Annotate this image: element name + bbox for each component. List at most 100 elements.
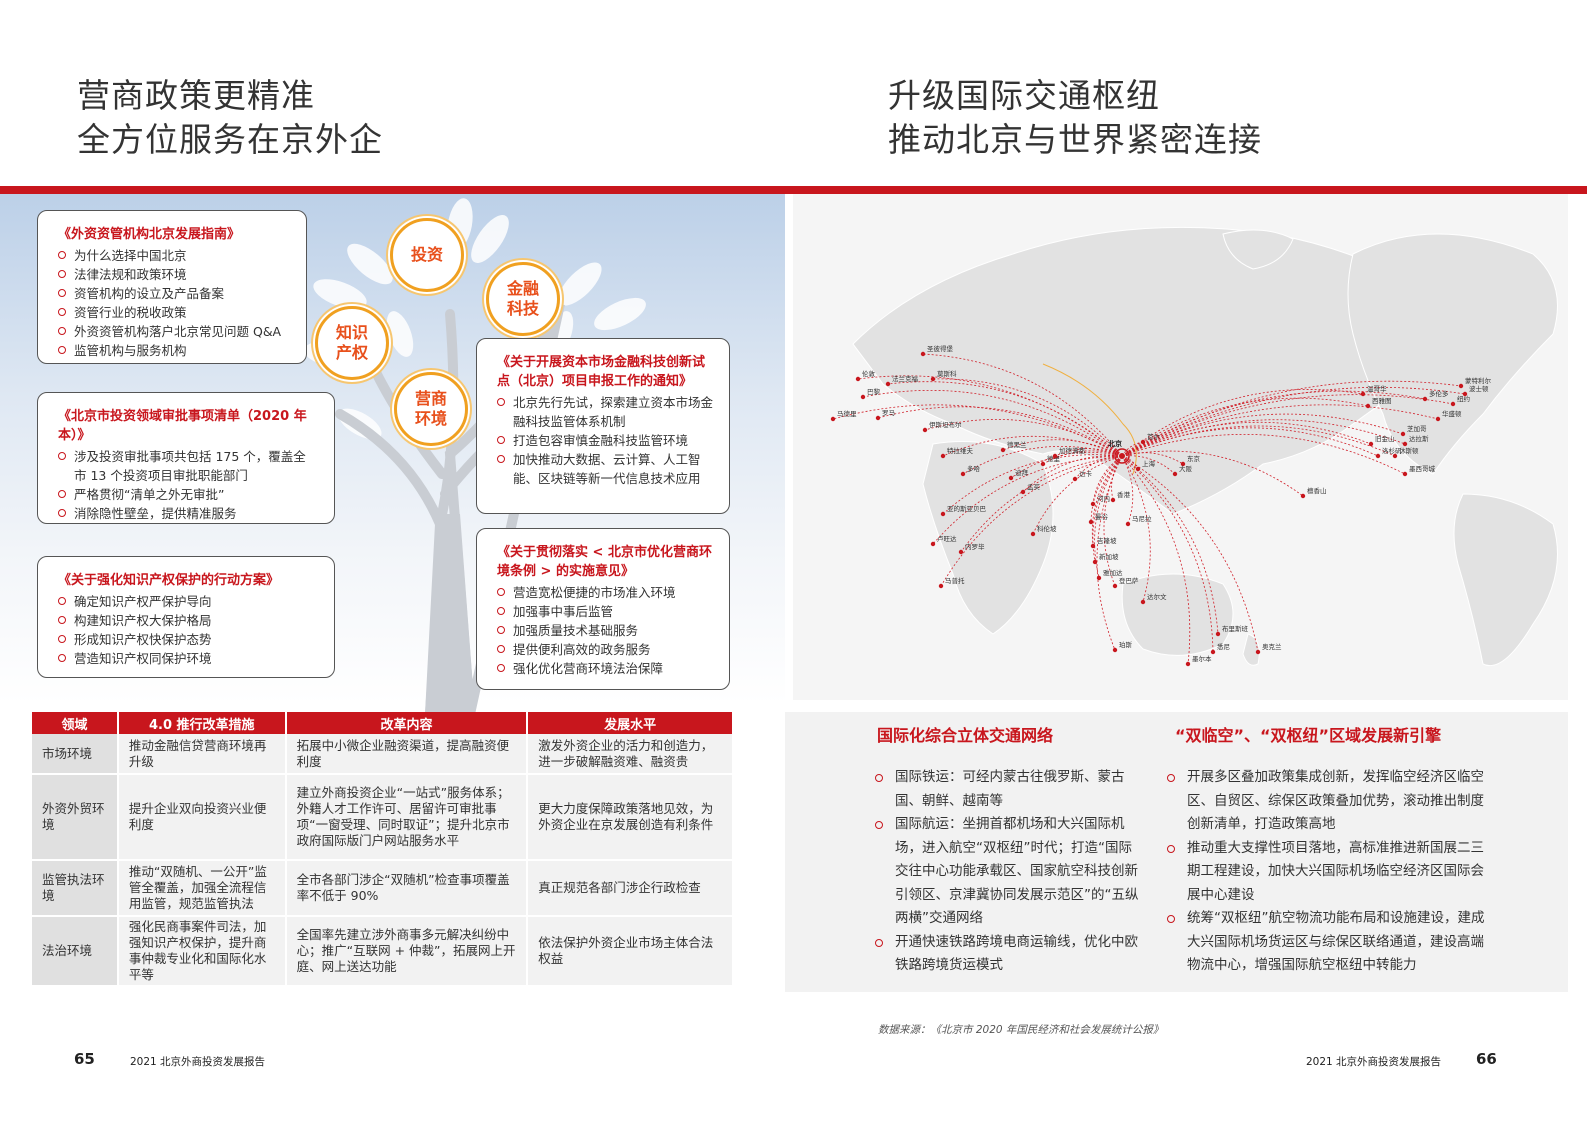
city-dot	[1090, 501, 1096, 507]
city-dot	[1008, 475, 1014, 481]
route-line	[1121, 390, 1426, 457]
city-label: 西雅图	[1372, 397, 1392, 405]
city-label: 东京	[1187, 454, 1201, 463]
city-label: 雅加达	[1103, 568, 1123, 577]
city-label: 德黑兰	[1007, 440, 1027, 449]
list-item: 严格贯彻“清单之外无审批”	[58, 485, 318, 504]
list-item: 提供便利高效的政务服务	[497, 640, 713, 659]
city-label: 温哥华	[1367, 384, 1387, 393]
city-dot	[1392, 453, 1398, 459]
table-row: 监管执法环境 推动“双随机、一公开”监管全覆盖，加强全流程信用监管，规范监管执法…	[32, 860, 734, 917]
table-cell: 推动“双随机、一公开”监管全覆盖，加强全流程信用监管，规范监管执法	[117, 860, 287, 917]
city-dot	[1422, 396, 1428, 402]
route-line	[1121, 452, 1184, 465]
city-dot	[1052, 453, 1058, 459]
landmass-new-zealand	[1242, 633, 1260, 666]
city-label: 伦敦	[862, 369, 876, 378]
list-item: 为什么选择中国北京	[58, 246, 290, 265]
table-cell: 更大力度保障政策落地见效，为外资企业在京发展创造有利条件	[527, 774, 734, 861]
route-line	[1096, 455, 1123, 651]
route-line	[1121, 380, 1462, 457]
page-number-left: 65	[74, 1050, 95, 1068]
page-number-right: 66	[1476, 1050, 1497, 1068]
policy-box-title: 《关于贯彻落实 < 北京市优化营商环境条例 > 的实施意见》	[497, 545, 712, 579]
left-page-title: 营商政策更精准 全方位服务在京外企	[77, 74, 383, 162]
city-dot	[1110, 497, 1116, 503]
table-cell: 强化民商事案件司法，加强知识产权保护，提升商事仲裁专业化和国际化水平等	[117, 916, 287, 987]
city-dot	[1360, 391, 1366, 397]
city-label: 科伦坡	[1037, 524, 1057, 533]
landmass-australia	[1121, 573, 1234, 656]
city-label: 迪拜	[1015, 468, 1029, 477]
route-line	[1121, 434, 1406, 475]
city-dot	[1365, 403, 1371, 409]
list-item: 外资资管机构落户北京常见问题 Q&A	[58, 322, 290, 341]
heading-transport-network: 国际化综合立体交通网络	[877, 726, 1054, 745]
city-dot	[1462, 391, 1468, 397]
city-label: 蒙特利尔	[1465, 376, 1492, 385]
city-dot	[1402, 441, 1408, 447]
city-label: 法兰克福	[892, 374, 919, 383]
city-label: 墨尔本	[1192, 654, 1212, 663]
city-dot	[960, 471, 966, 477]
table-header: 领域	[32, 712, 119, 734]
bubble-ip: 知识产权	[315, 306, 389, 380]
city-label: 休斯顿	[1399, 446, 1419, 455]
list-item: 国际铁运：可经内蒙古往俄罗斯、蒙古国、朝鲜、越南等	[875, 766, 1145, 813]
left-title-line1: 营商政策更精准	[77, 76, 315, 115]
route-line	[857, 375, 1123, 457]
landmass-africa	[922, 441, 1054, 635]
route-line	[962, 445, 1123, 475]
city-dot	[1096, 575, 1102, 581]
route-line	[1121, 421, 1372, 457]
route-line	[1121, 455, 1259, 653]
list-item: 监管机构与服务机构	[58, 341, 290, 360]
list-item: 开展多区叠加政策集成创新，发挥临空经济区临空区、自贸区、综保区政策叠加优势，滚动…	[1167, 766, 1497, 837]
city-label: 波士顿	[1469, 384, 1489, 393]
city-dots: 圣彼得堡伦敦巴黎法兰克福莫斯科马德里罗马伊斯坦布尔特拉维夫德黑兰迪拜多哈亚的斯亚…	[830, 344, 1492, 667]
route-line	[1121, 441, 1144, 457]
city-label: 伊斯坦布尔	[929, 420, 962, 429]
bubble-business-env: 营商环境	[394, 372, 468, 446]
landmass-south-america	[1453, 493, 1558, 666]
city-label: 墨西哥城	[1409, 465, 1436, 473]
table-cell: 监管执法环境	[32, 860, 119, 917]
city-dot	[958, 549, 964, 555]
list-item: 涉及投资审批事项共包括 175 个，覆盖全市 13 个投资项目审批职能部门	[58, 447, 318, 485]
route-line	[1121, 455, 1176, 475]
route-line	[940, 455, 1123, 587]
policy-box-asset-mgmt: 《外资资管机构北京发展指南》 为什么选择中国北京 法律法规和政策环境 资管机构的…	[37, 210, 307, 364]
route-line	[1002, 439, 1123, 457]
route-line	[1121, 389, 1364, 457]
city-dot	[940, 511, 946, 517]
city-dot	[1090, 543, 1096, 549]
landmass-greenland	[1222, 229, 1294, 270]
policy-box-approval-list: 《北京市投资领域审批事项清单（2020 年本）》 涉及投资审批事项共包括 175…	[37, 392, 335, 524]
world-route-map: 圣彼得堡伦敦巴黎法兰克福莫斯科马德里罗马伊斯坦布尔特拉维夫德黑兰迪拜多哈亚的斯亚…	[793, 194, 1568, 700]
city-label: 悉尼	[1217, 642, 1230, 651]
city-label: 登巴萨	[1119, 576, 1139, 585]
city-label: 马德里	[837, 409, 857, 418]
city-label: 马尼拉	[1132, 514, 1152, 523]
city-label: 吉隆坡	[1097, 536, 1117, 545]
right-page-title: 升级国际交通枢纽 推动北京与世界紧密连接	[888, 74, 1262, 162]
city-label: 首尔	[1147, 432, 1161, 441]
route-line	[1032, 455, 1123, 535]
list-item: 北京先行先试，探索建立资本市场金融科技监管体系机制	[497, 393, 713, 431]
city-dot	[930, 376, 936, 382]
city-dot	[1300, 493, 1306, 499]
table-cell: 拓展中小微企业融资渠道，提高融资便利度	[285, 734, 529, 775]
route-line	[1121, 427, 1379, 457]
reform-table: 领域 4.0 推行改革措施 改革内容 发展水平 市场环境 推动金融信贷营商环境再…	[32, 712, 734, 987]
route-line	[922, 353, 1123, 457]
city-label: 达拉斯	[1409, 434, 1429, 443]
table-row: 市场环境 推动金融信贷营商环境再升级 拓展中小微企业融资渠道，提高融资便利度 激…	[32, 734, 734, 775]
city-label: 孟买	[1027, 482, 1041, 491]
city-dot	[1072, 476, 1078, 482]
city-dot	[1375, 453, 1381, 459]
list-item: 资管行业的税收政策	[58, 303, 290, 322]
table-cell: 建立外商投资企业“一站式”服务体系；外籍人才工作许可、居留许可审批事项“一窗受理…	[285, 774, 529, 861]
city-label: 纽约	[1457, 394, 1470, 403]
city-dot	[1450, 401, 1456, 407]
route-line	[887, 381, 1123, 457]
